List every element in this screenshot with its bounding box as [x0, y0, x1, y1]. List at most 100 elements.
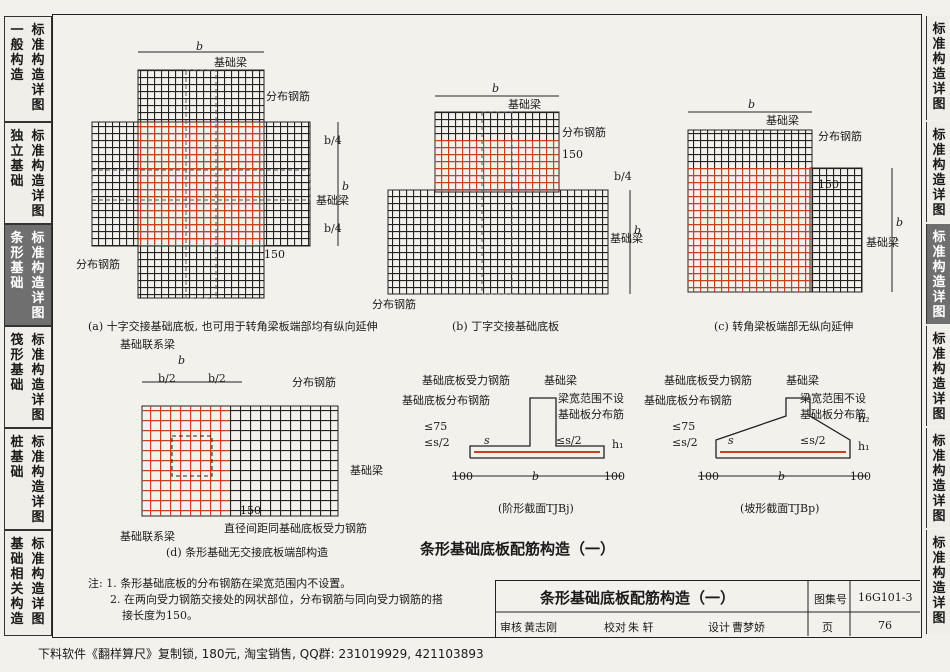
label-beam: 基础梁 [544, 374, 577, 387]
diagram-c-corner [687, 111, 893, 293]
label-beam: 基础梁 [610, 232, 643, 245]
left-tab-isolated-footing[interactable]: 独立基础标准构造详图 [4, 122, 52, 224]
atlas-label: 图集号 [814, 593, 847, 606]
left-tab-subtitle: 标准构造详图 [31, 23, 45, 113]
diagram-d-end [141, 381, 339, 517]
label-b: b [634, 224, 642, 237]
label-100: 100 [698, 470, 719, 483]
label-slab-distribution-rebar: 基础底板分布钢筋 [644, 394, 732, 407]
left-tab-subtitle: 标准构造详图 [31, 129, 45, 219]
label-b4: b/4 [324, 222, 342, 235]
diagram-a-cross-junction [91, 51, 339, 299]
label-h1: h₁ [858, 440, 870, 453]
label-b: b [748, 98, 756, 111]
label-b: b [342, 180, 350, 193]
caption-f: (坡形截面TJBp) [740, 502, 820, 515]
caption-a: (a) 十字交接基础底板, 也可用于转角梁板端部均有纵向延伸 [88, 320, 378, 333]
label-les2: ≤s/2 [672, 436, 698, 449]
label-slab-dist: 基础板分布筋 [800, 408, 866, 421]
left-tab-name: 独立基础 [10, 129, 24, 189]
right-tab-label: 标准构造详图 [932, 536, 946, 626]
left-tab-subtitle: 标准构造详图 [31, 231, 45, 321]
label-b: b [778, 470, 786, 483]
label-le75: ≤75 [424, 420, 448, 433]
left-tab-name: 条形基础 [10, 231, 24, 291]
right-tab-2[interactable]: 标准构造详图 [926, 122, 950, 222]
left-tab-pile-footing[interactable]: 桩基础标准构造详图 [4, 428, 52, 530]
right-tab-label: 标准构造详图 [932, 22, 946, 112]
label-100: 100 [604, 470, 625, 483]
caption-c: (c) 转角梁板端部无纵向延伸 [714, 320, 854, 333]
label-100: 100 [850, 470, 871, 483]
label-150: 150 [818, 178, 839, 191]
label-b: b [492, 82, 500, 95]
caption-e: (阶形截面TJBj) [498, 502, 574, 515]
left-tab-name: 一般构造 [10, 23, 24, 83]
right-tab-5[interactable]: 标准构造详图 [926, 428, 950, 528]
drawing-frame [52, 14, 922, 638]
right-tab-1[interactable]: 标准构造详图 [926, 16, 950, 120]
left-tab-name: 桩基础 [10, 435, 24, 480]
label-beam: 基础梁 [786, 374, 819, 387]
label-b2: b/2 [158, 372, 176, 385]
right-tab-6[interactable]: 标准构造详图 [926, 530, 950, 634]
left-tab-related[interactable]: 基础相关构造标准构造详图 [4, 530, 52, 636]
label-not-in-beam-width: 梁宽范围不设 [800, 392, 866, 405]
label-not-in-beam-width: 梁宽范围不设 [558, 392, 624, 405]
label-distribution-rebar: 分布钢筋 [372, 298, 416, 311]
review-label: 审核 [500, 621, 522, 634]
title-block-title: 条形基础底板配筋构造（一） [540, 589, 736, 607]
label-s: s [484, 434, 490, 447]
left-tab-strip-footing[interactable]: 条形基础标准构造详图 [4, 224, 52, 326]
label-beam: 基础梁 [214, 56, 247, 69]
label-b2: b/2 [208, 372, 226, 385]
label-distribution-rebar: 分布钢筋 [818, 130, 862, 143]
right-tab-3[interactable]: 标准构造详图 [926, 224, 950, 324]
label-slab-distribution-rebar: 基础底板分布钢筋 [402, 394, 490, 407]
left-tab-subtitle: 标准构造详图 [31, 435, 45, 525]
right-tab-label: 标准构造详图 [932, 332, 946, 422]
label-beam: 基础梁 [866, 236, 899, 249]
page-number: 76 [878, 619, 892, 632]
label-les2: ≤s/2 [424, 436, 450, 449]
drawing-title: 条形基础底板配筋构造（一） [420, 540, 616, 558]
left-tab-subtitle: 标准构造详图 [31, 537, 45, 627]
reviewer-name: 黄志刚 [524, 621, 557, 634]
notes: 注: 1. 条形基础底板的分布钢筋在梁宽范围内不设置。 2. 在两向受力钢筋交接… [88, 576, 443, 624]
note-line: 2. 在两向受力钢筋交接处的网状部位，分布钢筋与同向受力钢筋的搭 [110, 593, 443, 606]
note-line: 注: 1. 条形基础底板的分布钢筋在梁宽范围内不设置。 [88, 577, 352, 590]
label-150: 150 [562, 148, 583, 161]
label-distribution-rebar: 分布钢筋 [292, 376, 336, 389]
right-tab-4[interactable]: 标准构造详图 [926, 326, 950, 426]
label-beam: 基础梁 [508, 98, 541, 111]
label-b: b [196, 40, 204, 53]
label-h2: h₂ [858, 412, 870, 425]
diagram-f-sloped-section [698, 397, 868, 477]
label-distribution-rebar: 分布钢筋 [76, 258, 120, 271]
label-les2: ≤s/2 [556, 434, 582, 447]
label-b: b [532, 470, 540, 483]
right-tab-label: 标准构造详图 [932, 128, 946, 218]
footer-ad: 下料软件《翻样算尺》复制锁, 180元, 淘宝销售, QQ群: 23101992… [38, 647, 484, 661]
label-same-spacing: 直径间距同基础底板受力钢筋 [224, 522, 367, 535]
designer-name: 曹梦娇 [732, 621, 765, 634]
left-tab-raft-footing[interactable]: 筏形基础标准构造详图 [4, 326, 52, 428]
caption-b: (b) 丁字交接基础底板 [452, 320, 560, 333]
label-h1: h₁ [612, 438, 624, 451]
label-slab-dist: 基础板分布筋 [558, 408, 624, 421]
label-150: 150 [240, 504, 261, 517]
label-b4: b/4 [324, 134, 342, 147]
label-distribution-rebar: 分布钢筋 [266, 90, 310, 103]
left-tab-name: 筏形基础 [10, 333, 24, 393]
label-main-rebar: 基础底板受力钢筋 [422, 374, 510, 387]
label-tie-beam: 基础联系梁 [120, 530, 175, 543]
label-b4: b/4 [614, 170, 632, 183]
left-tab-general[interactable]: 一般构造标准构造详图 [4, 16, 52, 122]
note-line: 接长度为150。 [122, 609, 198, 622]
label-beam: 基础梁 [350, 464, 383, 477]
label-beam: 基础梁 [316, 194, 349, 207]
label-b: b [178, 354, 186, 367]
label-les2: ≤s/2 [800, 434, 826, 447]
left-tab-name: 基础相关构造 [10, 537, 24, 627]
